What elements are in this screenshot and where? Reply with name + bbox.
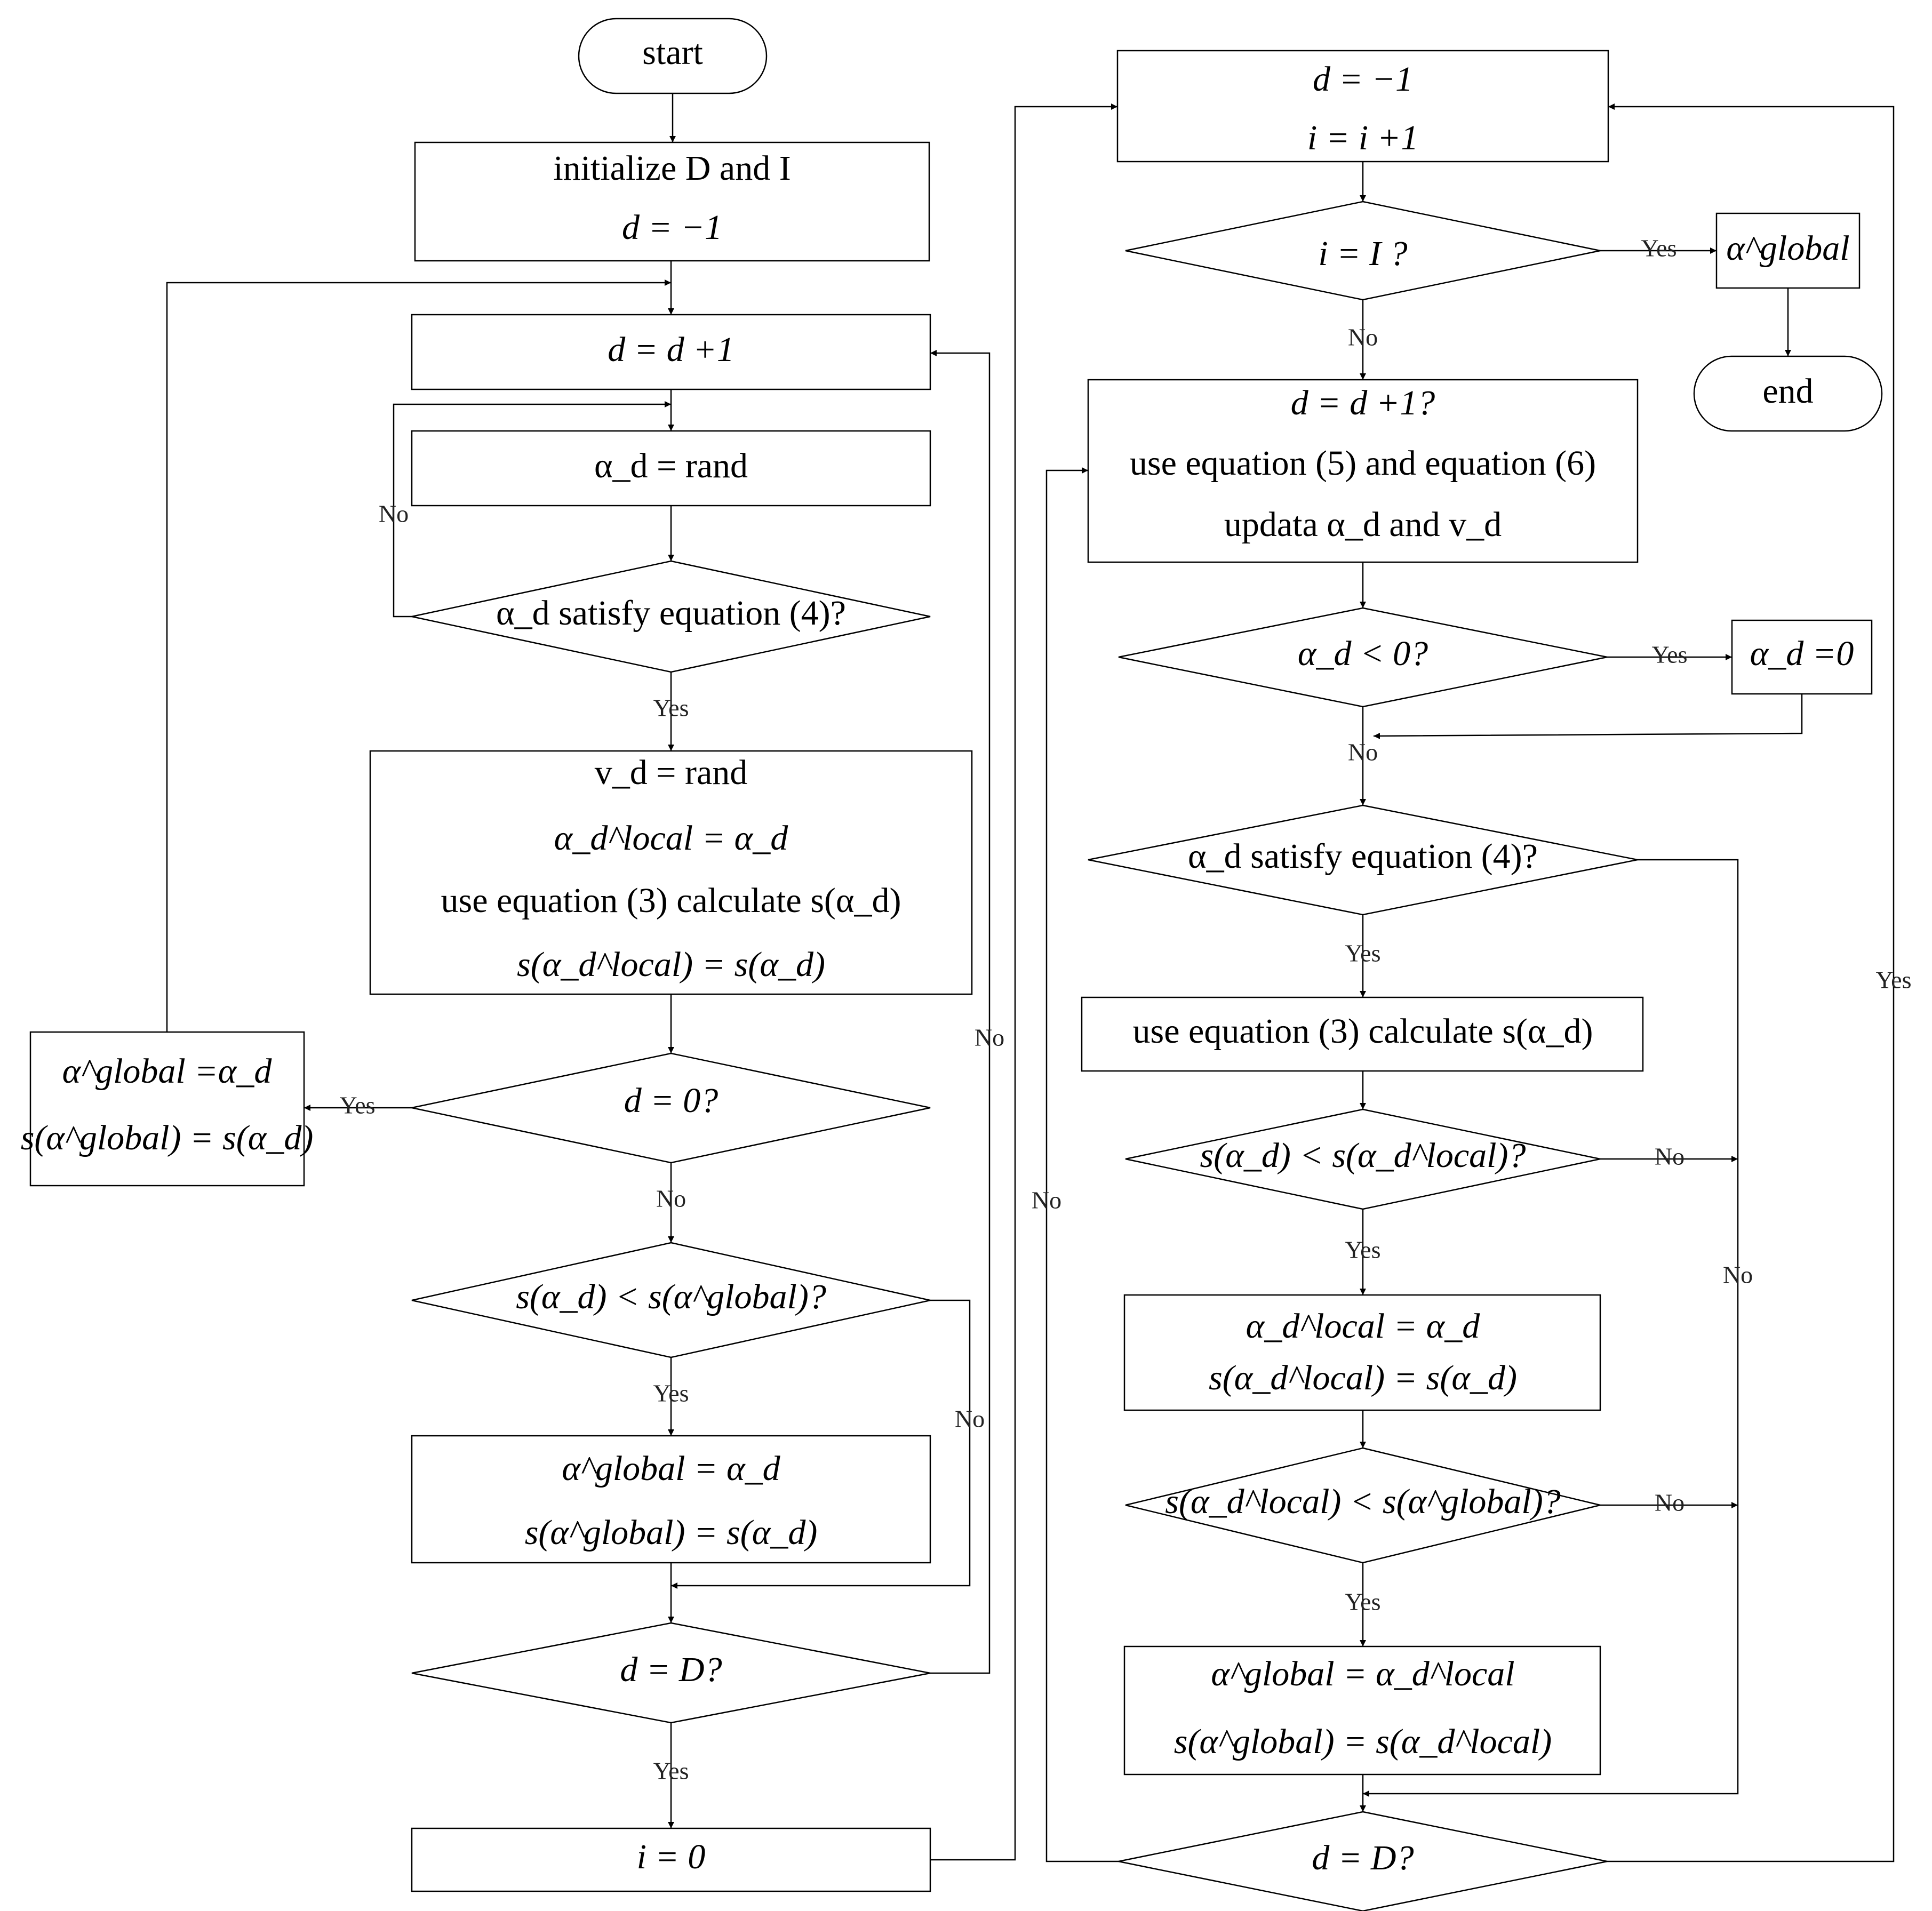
d-increment-text: d = d +1: [608, 330, 735, 369]
i-zero-text: i = 0: [637, 1837, 706, 1876]
i-equals-I-text: i = I ?: [1318, 234, 1407, 273]
d-reset-box: [1116, 50, 1609, 163]
alpha-local-assign-text: α_d^local = α_d: [554, 819, 789, 858]
calc-eq3-right-box: [1081, 996, 1644, 1072]
global-assign-box: [411, 1435, 931, 1564]
alpha-rand-text: α_d = rand: [594, 446, 748, 485]
alpha-zero-box: [1731, 619, 1873, 695]
d-zero-text: d = 0?: [624, 1081, 718, 1120]
d-reset-text: d = −1: [1313, 60, 1413, 99]
connector-zero-back: [1373, 694, 1803, 739]
alpha-zero-text: α_d =0: [1750, 634, 1854, 673]
connector-side-back: [166, 279, 671, 1032]
initialize-box: [414, 141, 930, 262]
s-global-local-assign-text: s(α^global) = s(α_d^local): [1174, 1722, 1552, 1761]
s-local-assign-right-text: s(α_d^local) = s(α_d): [1209, 1358, 1517, 1397]
label-yes-iI: Yes: [1641, 235, 1677, 262]
v-rand-text: v_d = rand: [595, 753, 748, 792]
label-yes-scompare: Yes: [653, 1380, 689, 1407]
connector-dD-right-yes-loop: [1607, 103, 1895, 1862]
s-global-assign-text: s(α^global) = s(α_d): [525, 1513, 818, 1552]
label-yes-compare-global: Yes: [1345, 1588, 1381, 1616]
s-local-assign-text: s(α_d^local) = s(α_d): [517, 945, 825, 984]
connector-dD-no-loop: [930, 350, 991, 1674]
label-no-scompare: No: [955, 1405, 985, 1433]
local-assign-box: [1123, 1294, 1601, 1411]
side-global-text: α^global =α_d: [62, 1052, 273, 1091]
s-local-compare-global-text: s(α_d^local) < s(α^global)?: [1165, 1482, 1560, 1521]
d-equals-D-left-text: d = D?: [620, 1650, 722, 1689]
connector-izero-dreset: [930, 103, 1117, 1861]
global-assign-text: α^global = α_d: [562, 1449, 780, 1488]
s-compare-local-text: s(α_d) < s(α_d^local)?: [1200, 1136, 1526, 1175]
label-no-dD-left: No: [975, 1024, 1004, 1051]
side-s-global-text: s(α^global) = s(α_d): [21, 1118, 314, 1157]
d-equals-D-right-text: d = D?: [1312, 1838, 1414, 1877]
global-local-assign-box: [1123, 1645, 1601, 1776]
connector-eq4-right-no: [1363, 859, 1739, 1797]
label-yes-dzero: Yes: [340, 1092, 376, 1119]
label-yes-compare-local: Yes: [1345, 1236, 1381, 1264]
global-local-assign-text: α^global = α_d^local: [1211, 1654, 1514, 1693]
check-eq4-text: α_d satisfy equation (4)?: [496, 594, 846, 633]
d-init-text: d = −1: [622, 208, 722, 247]
local-assign-text: α_d^local = α_d: [1246, 1307, 1481, 1346]
s-compare-global-text: s(α_d) < s(α^global)?: [516, 1277, 826, 1316]
i-increment-text: i = i +1: [1307, 118, 1418, 157]
calc-eq3-right-text: use equation (3) calculate s(α_d): [1133, 1012, 1593, 1051]
initialize-text: initialize D and I: [553, 149, 791, 188]
label-no-neg: No: [1348, 739, 1378, 766]
label-yes-neg: Yes: [1652, 641, 1688, 668]
update-line2-text: use equation (5) and equation (6): [1130, 444, 1596, 483]
label-no-compare-global: No: [1655, 1489, 1684, 1516]
label-no-eq4-right: No: [1723, 1261, 1753, 1289]
label-no-compare-local: No: [1655, 1143, 1684, 1170]
connector-eq4-no-loop: [393, 401, 671, 618]
connector-dD-right-no-loop: [1045, 467, 1119, 1862]
alpha-negative-text: α_d < 0?: [1298, 634, 1428, 673]
start-label: start: [642, 33, 703, 72]
update-line3-text: updata α_d and v_d: [1224, 505, 1502, 544]
label-yes-dD-right: Yes: [1876, 966, 1912, 994]
check-eq4-right-text: α_d satisfy equation (4)?: [1188, 837, 1538, 876]
d-equals-D-right-diamond: [1118, 1811, 1608, 1911]
label-yes-eq4-right: Yes: [1345, 940, 1381, 967]
label-yes-dD-left: Yes: [653, 1757, 689, 1785]
alpha-rand-box: [411, 430, 931, 507]
label-yes-eq4-left: Yes: [653, 694, 689, 722]
label-no-iI: No: [1348, 324, 1378, 351]
i-zero-box: [411, 1827, 931, 1892]
end-label: end: [1762, 372, 1813, 411]
label-no-dzero: No: [656, 1185, 686, 1212]
connector-scompare-no: [671, 1299, 971, 1589]
alpha-global-output-text: α^global: [1726, 229, 1849, 268]
update-line1-text: d = d +1?: [1291, 383, 1435, 422]
calc-eq3-text: use equation (3) calculate s(α_d): [441, 881, 901, 920]
label-no-eq4-left: No: [379, 500, 409, 527]
label-no-dD-right: No: [1032, 1187, 1061, 1214]
alpha-global-output-box: [1715, 212, 1861, 289]
